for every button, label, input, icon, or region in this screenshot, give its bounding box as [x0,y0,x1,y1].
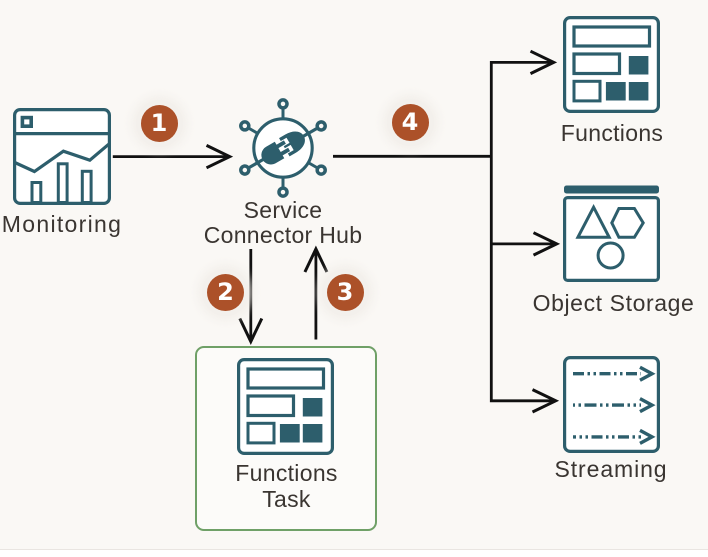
hub-label: Service Connector Hub [204,198,363,248]
object-storage-icon [562,185,660,283]
functions-task-label-line1: Functions [235,459,338,486]
step-badge-4: 4 [391,103,429,141]
arrowhead-task-to-hub [303,245,329,273]
step-badge-4-number: 4 [401,108,419,136]
arrowhead-streaming [531,388,560,414]
branch-bracket [489,61,555,403]
arrowhead-object-storage [532,231,561,257]
functions-icon [562,15,660,113]
step-badge-1-number: 1 [150,109,168,137]
arrowhead-functions [529,49,558,75]
functions-task-icon [237,358,334,455]
arrowhead-hub-to-task [238,317,264,345]
object-storage-label: Object Storage [532,290,695,317]
functions-task-label-line2: Task [262,485,311,512]
streaming-icon [562,356,660,453]
step-badge-3-number: 3 [336,278,354,306]
arrowhead-monitoring-to-hub [205,144,234,170]
step-badge-1: 1 [140,104,178,142]
step-badge-2-number: 2 [217,278,234,306]
monitoring-label: Monitoring [1,210,123,237]
step-badge-2: 2 [207,273,244,311]
hub-label-line1: Service [243,197,323,223]
service-connector-hub-icon [239,97,327,198]
hub-label-line2: Connector Hub [203,222,363,248]
page-bottom-edge [0,549,708,557]
functions-label: Functions [560,120,664,147]
streaming-label: Streaming [554,456,668,482]
step-badge-3: 3 [326,273,364,311]
functions-task-label: Functions Task [235,460,337,512]
monitoring-icon [12,108,111,205]
